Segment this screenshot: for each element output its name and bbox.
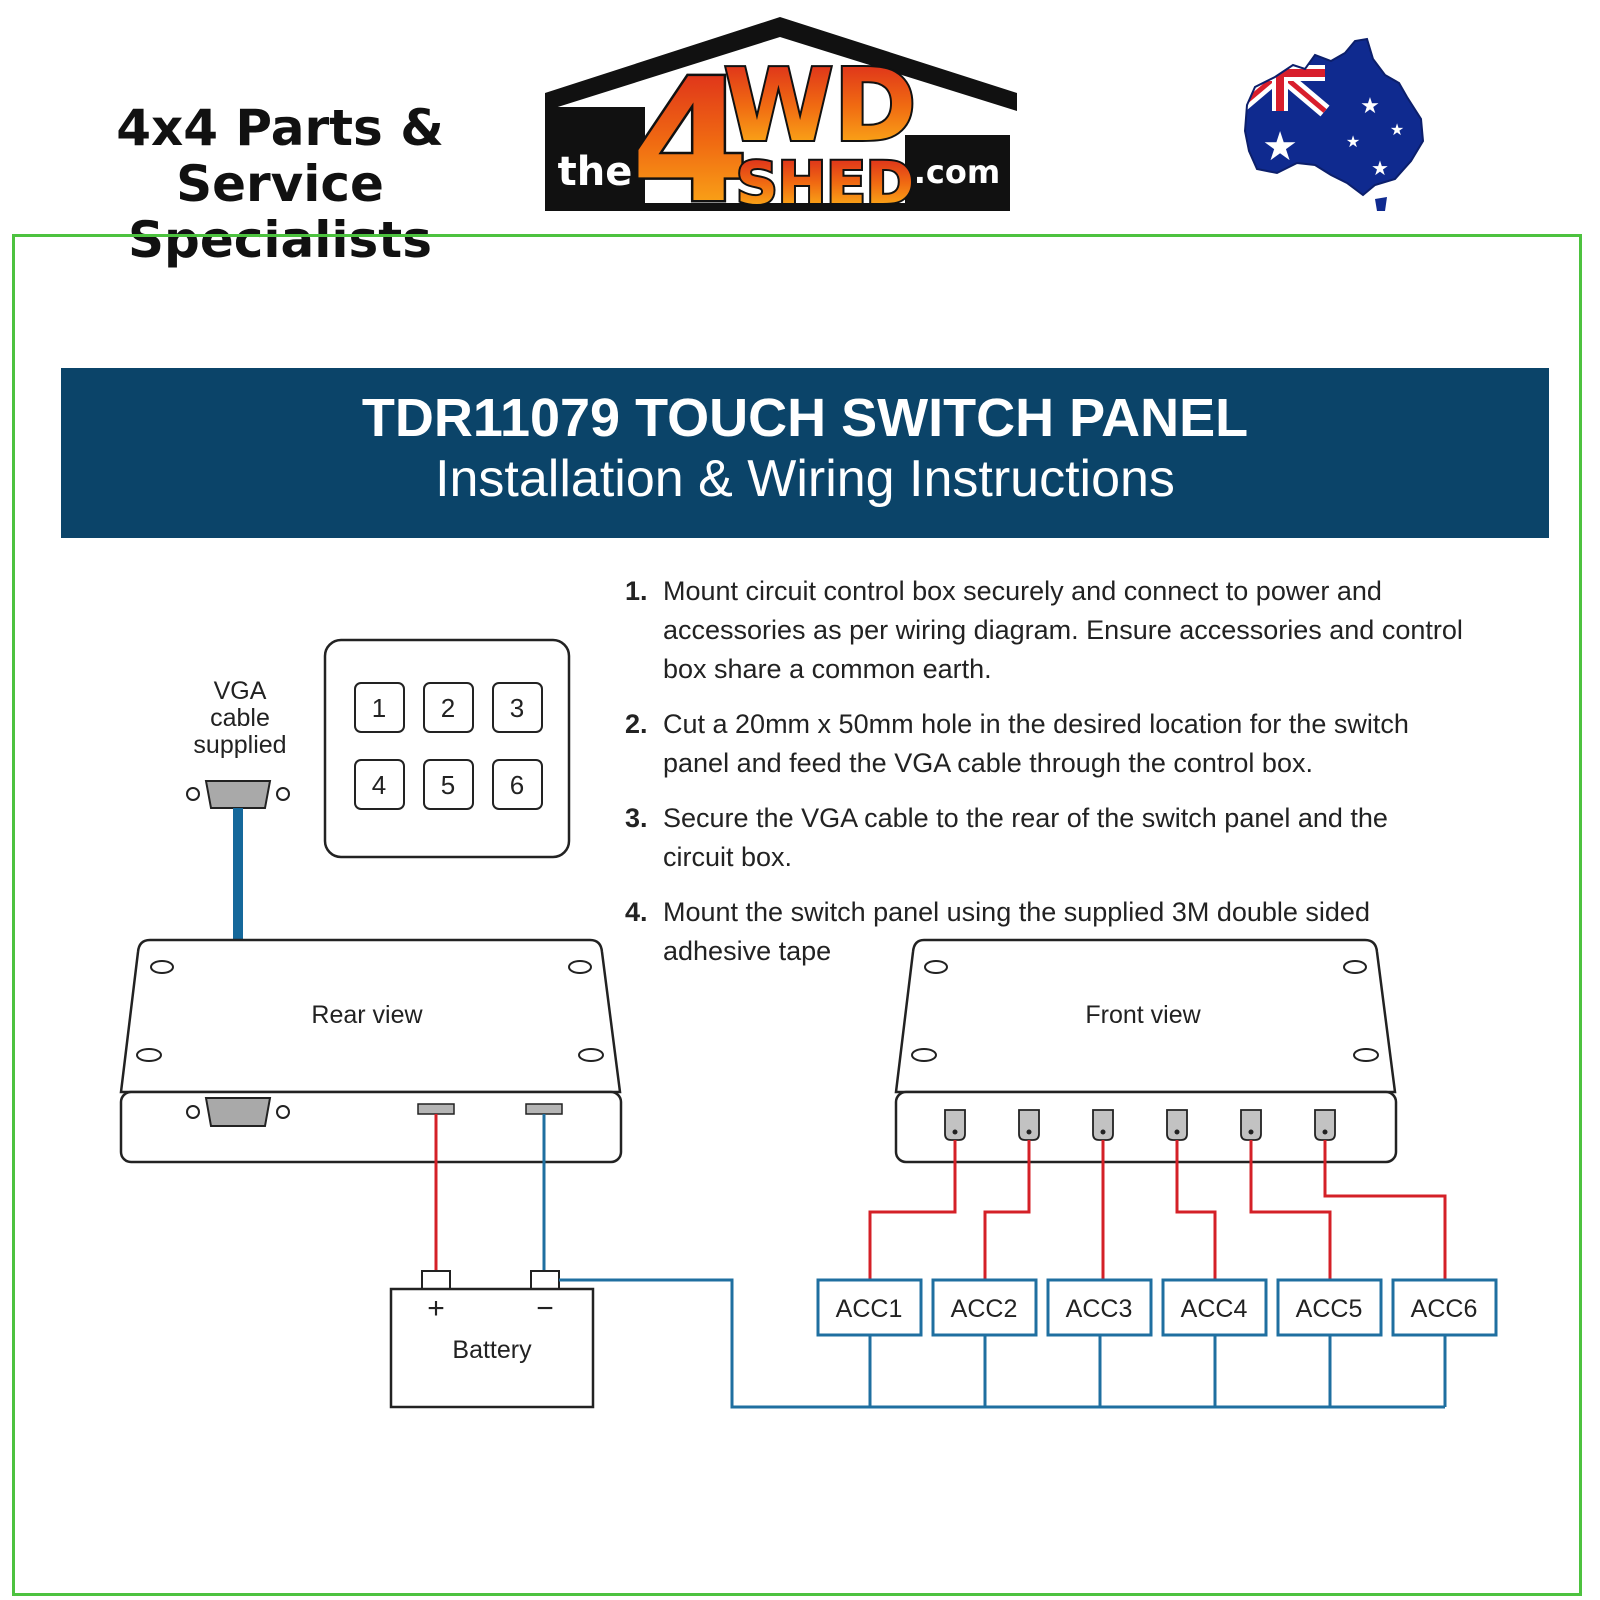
acc2-box (931, 1278, 1038, 1337)
acc4-label: ACC4 (1181, 1295, 1248, 1323)
switch-button-5 (423, 759, 474, 810)
vga-connector-top (186, 780, 290, 809)
switch-button-3 (492, 682, 543, 733)
step-text: Cut a 20mm x 50mm hole in the desired lo… (663, 709, 1409, 778)
logo-4: 4 (631, 43, 749, 220)
step-number: 3. (625, 803, 648, 833)
battery: + − Battery (389, 1270, 595, 1409)
banner-title: TDR11079 TOUCH SWITCH PANEL (361, 388, 1249, 448)
australia-flag-map-icon: ★ ★ ★ ★ ★ (1243, 37, 1425, 211)
switch-label-2: 2 (441, 693, 455, 723)
svg-text:★: ★ (1360, 93, 1380, 118)
acc6-box (1391, 1278, 1498, 1337)
svg-text:★: ★ (1346, 134, 1360, 151)
step-text: Mount the switch panel using the supplie… (663, 897, 1370, 966)
banner-subtitle: Installation & Wiring Instructions (435, 450, 1175, 508)
accessory-earth-wires (868, 1335, 1447, 1407)
switch-button-1 (354, 682, 405, 733)
front-view-label: Front view (1085, 1001, 1201, 1029)
acc1-box (816, 1278, 923, 1337)
switch-label-6: 6 (510, 770, 524, 800)
logo-shed: SHED (736, 149, 914, 217)
vga-label-line-2: cable (210, 704, 270, 732)
logo-wd: WD (723, 47, 916, 164)
switch-label-4: 4 (372, 770, 386, 800)
control-box-front-view: Front view (894, 938, 1398, 1164)
switch-button-6 (492, 759, 543, 810)
acc3-label: ACC3 (1066, 1295, 1133, 1323)
acc3-box (1046, 1278, 1153, 1337)
switch-button-2 (423, 682, 474, 733)
logo-dotcom: .com (914, 153, 1000, 191)
acc6-label: ACC6 (1411, 1295, 1478, 1323)
rear-view-label: Rear view (311, 1001, 423, 1029)
battery-label: Battery (452, 1336, 532, 1364)
content-frame (12, 234, 1582, 1596)
switch-label-5: 5 (441, 770, 455, 800)
step-text: Mount circuit control box securely and c… (663, 576, 1463, 684)
switch-label-3: 3 (510, 693, 524, 723)
positive-terminal (417, 1103, 455, 1115)
accessory-boxes: ACC1 ACC2 ACC3 ACC4 ACC5 ACC6 (816, 1278, 1498, 1337)
tagline: 4x4 Parts & Service Specialists (20, 100, 540, 268)
switch-button-4 (354, 759, 405, 810)
svg-text:★: ★ (1390, 122, 1404, 139)
logo-the: the (558, 149, 633, 195)
switch-panel: 1 2 3 4 5 6 (323, 638, 571, 859)
instruction-steps: 1. Mount circuit control box securely and… (625, 572, 1465, 987)
acc1-label: ACC1 (836, 1295, 903, 1323)
step-number: 4. (625, 897, 648, 927)
control-box-rear-view: Rear view (119, 938, 623, 1164)
acc5-box (1276, 1278, 1383, 1337)
acc5-label: ACC5 (1296, 1295, 1363, 1323)
tagline-line-2: Specialists (128, 211, 432, 269)
battery-plus-sign: + (427, 1292, 445, 1325)
switch-label-1: 1 (372, 693, 386, 723)
tagline-line-1: 4x4 Parts & Service (116, 99, 444, 213)
step-item: 3. Secure the VGA cable to the rear of th… (625, 799, 1465, 877)
vga-label-line-1: VGA (214, 677, 267, 705)
vga-label-line-3: supplied (193, 731, 286, 759)
step-item: 1. Mount circuit control box securely and… (625, 572, 1465, 689)
output-terminals (944, 1109, 1336, 1141)
step-item: 4. Mount the switch panel using the suppl… (625, 893, 1465, 971)
svg-text:★: ★ (1371, 158, 1389, 180)
battery-minus-sign: − (536, 1292, 554, 1325)
step-number: 2. (625, 709, 648, 739)
svg-text:★: ★ (1262, 125, 1298, 169)
step-item: 2. Cut a 20mm x 50mm hole in the desired … (625, 705, 1465, 783)
the-4wd-shed-logo: the 4 WD SHED .com (545, 17, 1017, 220)
acc2-label: ACC2 (951, 1295, 1018, 1323)
step-number: 1. (625, 576, 648, 606)
step-text: Secure the VGA cable to the rear of the … (663, 803, 1388, 872)
accessory-positive-wires (868, 1140, 1447, 1280)
title-banner: TDR11079 TOUCH SWITCH PANEL Installation… (61, 368, 1549, 538)
common-earth-bus (559, 1278, 1445, 1409)
negative-terminal (525, 1103, 563, 1115)
acc4-box (1161, 1278, 1268, 1337)
vga-connector-rear (186, 1097, 290, 1127)
header: 4x4 Parts & Service Specialists the 4 WD… (0, 0, 1600, 268)
